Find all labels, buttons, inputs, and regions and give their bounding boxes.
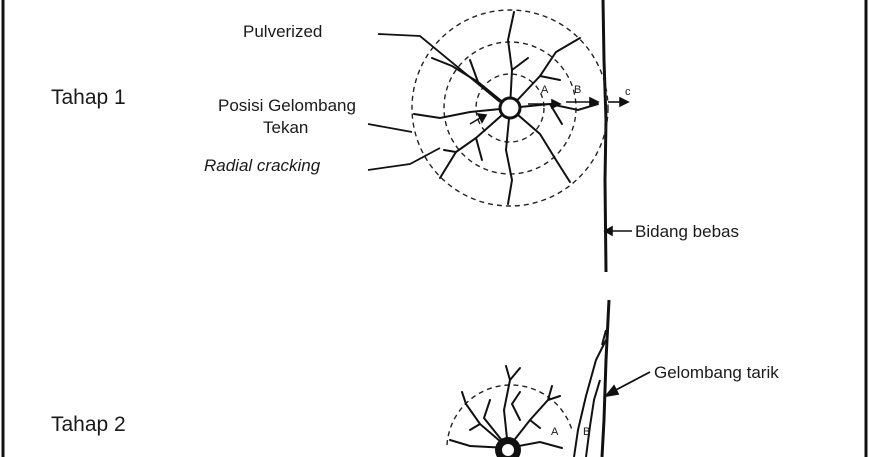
label-pulverized: Pulverized [243,22,323,41]
label-wave-position-line2: Tekan [263,118,309,137]
label-tension-wave: Gelombang tarik [654,363,779,382]
free-face-pointer [603,225,632,237]
label-zone-c: c [625,86,631,98]
label-zone-b-stage2: B [583,426,591,438]
label-wave-position-line1: Posisi Gelombang [218,96,356,115]
leader-lines-stage1 [367,33,501,171]
label-zone-a: A [541,84,549,96]
label-zone-b: B [574,84,582,96]
label-free-face: Bidang bebas [635,222,739,241]
borehole-stage2 [495,437,521,457]
stage2-title: Tahap 2 [51,413,126,436]
tension-wave-cracks [573,329,607,457]
free-face-line-stage1 [601,0,608,273]
borehole-stage1 [498,96,522,120]
free-face-line-stage2 [600,299,611,457]
tension-wave-pointer [603,371,651,398]
stage1-title: Tahap 1 [51,86,126,109]
label-radial-cracking: Radial cracking [204,156,321,175]
label-zone-a-stage2: A [551,426,559,438]
radial-cracks-stage2 [449,365,563,449]
wave-arrows-stage1 [469,96,630,125]
